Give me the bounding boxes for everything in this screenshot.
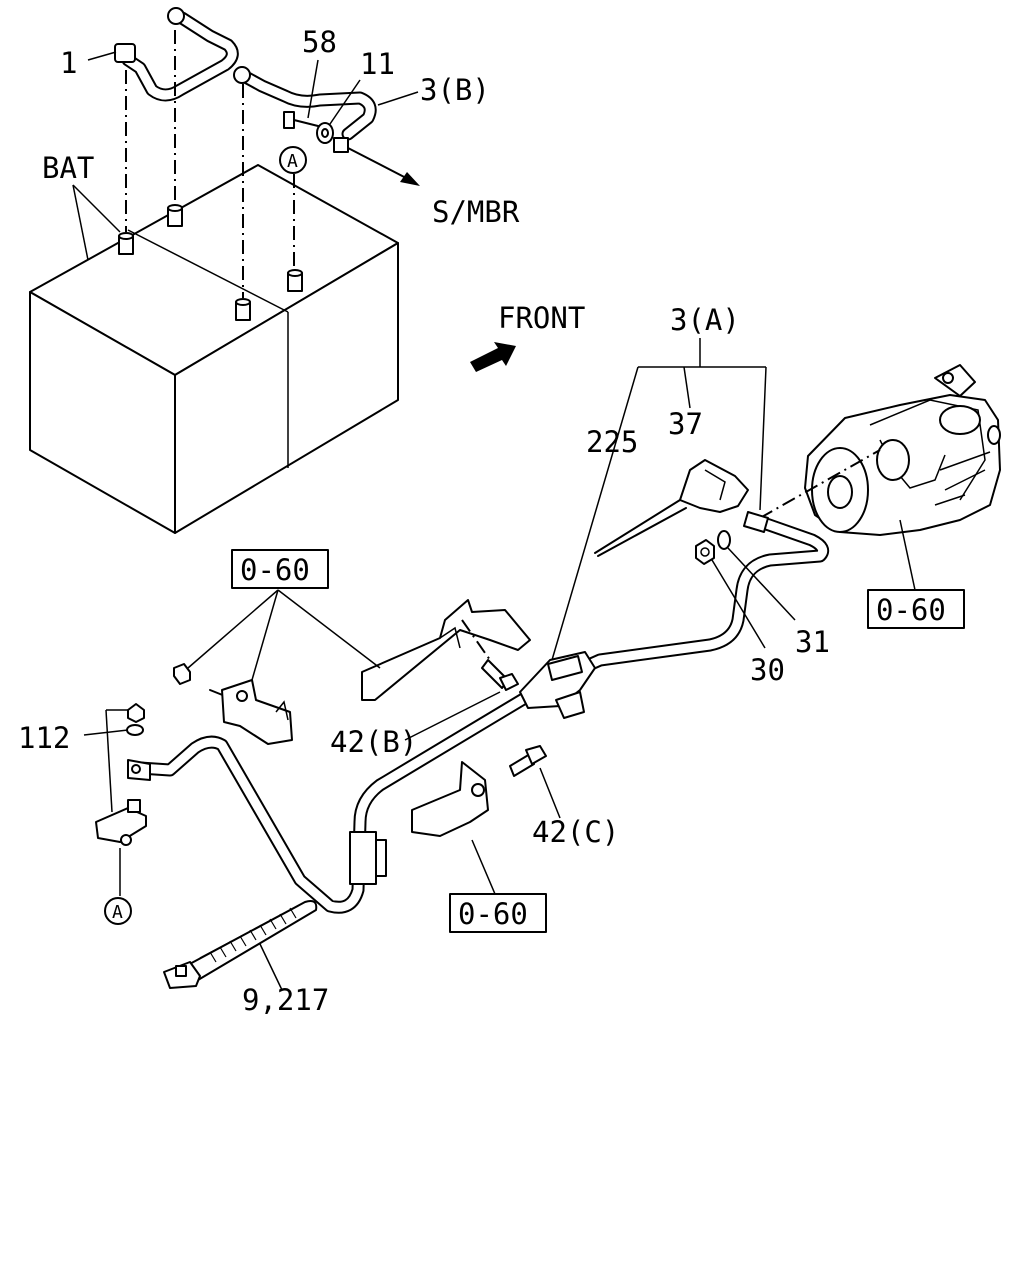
label-part-225: 225 bbox=[586, 425, 638, 459]
ref-box-top-left: 0-60 bbox=[187, 549, 381, 681]
bolt-58: 58 bbox=[283, 25, 337, 129]
label-part-112: 112 bbox=[18, 721, 70, 755]
label-part-11: 11 bbox=[360, 47, 395, 81]
bolt-42c bbox=[509, 745, 547, 777]
battery-post bbox=[167, 204, 183, 227]
ref-text-top-left: 0-60 bbox=[240, 553, 310, 587]
bracket-42b: 42(B) bbox=[330, 599, 531, 759]
label-part-3a: 3(A) bbox=[670, 303, 740, 337]
bracket-left bbox=[173, 663, 293, 745]
label-bat: BAT bbox=[42, 151, 94, 185]
label-part-3b: 3(B) bbox=[420, 73, 490, 107]
label-part-37: 37 bbox=[668, 407, 703, 441]
battery-post bbox=[235, 298, 251, 321]
terminal-cover-37 bbox=[594, 459, 749, 557]
ref-text-starter: 0-60 bbox=[876, 593, 946, 627]
bracket-42c: 42(C) bbox=[411, 745, 619, 849]
starter-motor bbox=[759, 364, 1001, 591]
label-part-58: 58 bbox=[302, 25, 337, 59]
label-part-31: 31 bbox=[795, 625, 830, 659]
washer-31: 31 bbox=[717, 530, 830, 659]
ref-box-bottom: 0-60 bbox=[449, 839, 547, 933]
label-part-42c: 42(C) bbox=[532, 815, 619, 849]
part-3a-leaders: 3(A) 225 37 bbox=[551, 303, 767, 661]
ref-text-bottom: 0-60 bbox=[458, 897, 528, 931]
marker-a-top-text: A bbox=[287, 151, 298, 172]
terminal-clamp: 112 bbox=[18, 703, 147, 896]
cable-tie: 9,217 bbox=[163, 900, 329, 1017]
label-part-9-217: 9,217 bbox=[242, 983, 329, 1017]
ref-box-starter: 0-60 bbox=[867, 589, 965, 629]
battery: BAT bbox=[29, 151, 399, 534]
starter-cable-3a bbox=[127, 511, 830, 914]
label-part-30: 30 bbox=[750, 653, 785, 687]
label-part-1: 1 bbox=[60, 46, 77, 80]
front-arrow: FRONT bbox=[470, 301, 585, 372]
bolt-42b bbox=[481, 659, 519, 691]
washer-11: 11 bbox=[316, 47, 395, 144]
nut-30: 30 bbox=[695, 539, 785, 687]
battery-cable-3b: 3(B) S/MBR bbox=[233, 66, 520, 298]
label-s-mbr: S/MBR bbox=[432, 195, 520, 229]
marker-a-top: A bbox=[279, 146, 307, 270]
marker-a-bottom: A bbox=[104, 897, 132, 925]
label-part-42b: 42(B) bbox=[330, 725, 417, 759]
marker-a-bottom-text: A bbox=[112, 902, 123, 923]
battery-post bbox=[118, 232, 134, 255]
battery-post bbox=[287, 269, 303, 292]
battery-cable-1: 1 bbox=[60, 7, 239, 232]
label-front: FRONT bbox=[498, 301, 585, 335]
clamp-225 bbox=[519, 651, 596, 719]
